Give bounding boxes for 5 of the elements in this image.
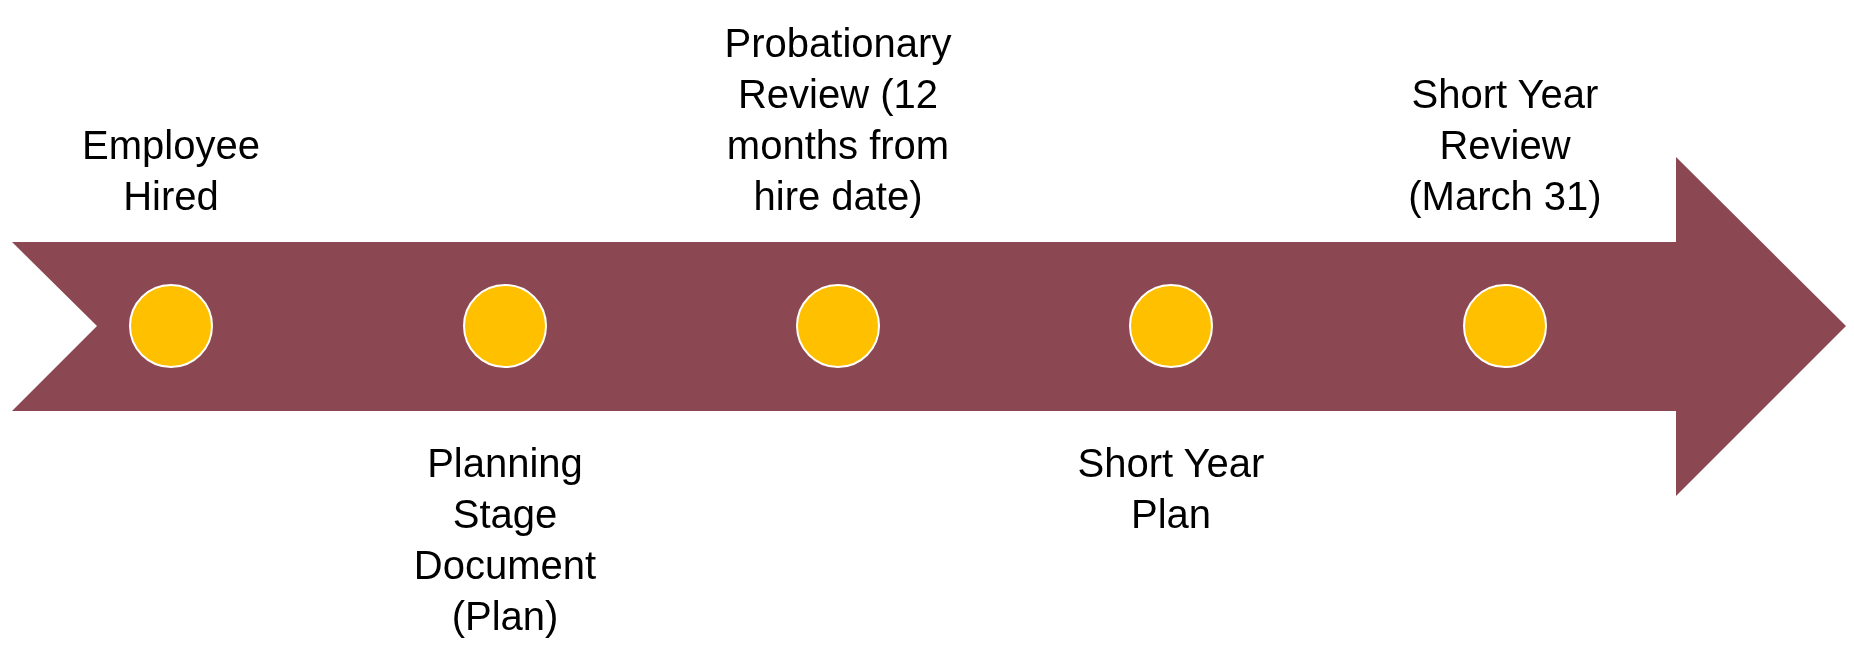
milestone-label: Planning Stage Document (Plan)	[412, 440, 598, 640]
milestone-label: Short Year Plan	[1076, 440, 1266, 538]
milestone-label: Employee Hired	[81, 122, 261, 220]
milestone-label: Short Year Review (March 31)	[1407, 71, 1603, 220]
milestone-label: Probationary Review (12 months from hire date)	[723, 20, 953, 220]
